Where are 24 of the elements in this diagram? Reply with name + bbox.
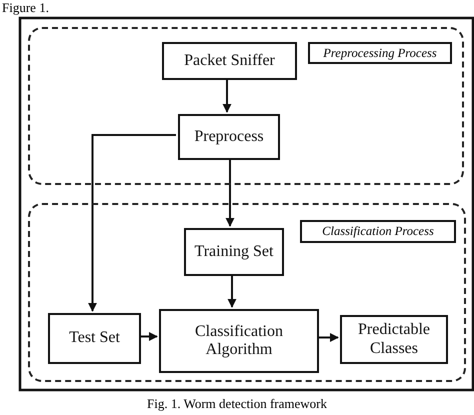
figure-title: Figure 1. <box>2 0 49 15</box>
arrow <box>139 332 158 341</box>
arrow <box>222 78 232 113</box>
arrow <box>228 274 236 308</box>
region-label: Preprocessing Process <box>308 42 452 64</box>
dashed-region <box>28 203 466 382</box>
process-box <box>178 114 280 160</box>
figure-caption: Fig. 1. Worm detection framework <box>146 396 328 411</box>
box-label: Packet Sniffer <box>184 52 275 70</box>
box-label: Classification Algorithm <box>194 322 284 360</box>
arrow <box>226 158 234 227</box>
region-label: Classification Process <box>300 220 456 243</box>
process-box <box>159 309 319 373</box>
arrow <box>317 333 339 342</box>
process-box <box>162 42 297 80</box>
process-box <box>184 228 284 276</box>
box-label: Predictable Classes <box>357 321 431 358</box>
dashed-region <box>28 27 464 185</box>
arrow <box>88 134 176 312</box>
box-label: Test Set <box>69 329 120 348</box>
process-box <box>48 313 141 364</box>
box-label: Preprocess <box>194 128 264 146</box>
process-box <box>340 315 448 364</box>
box-label: Training Set <box>194 242 274 262</box>
